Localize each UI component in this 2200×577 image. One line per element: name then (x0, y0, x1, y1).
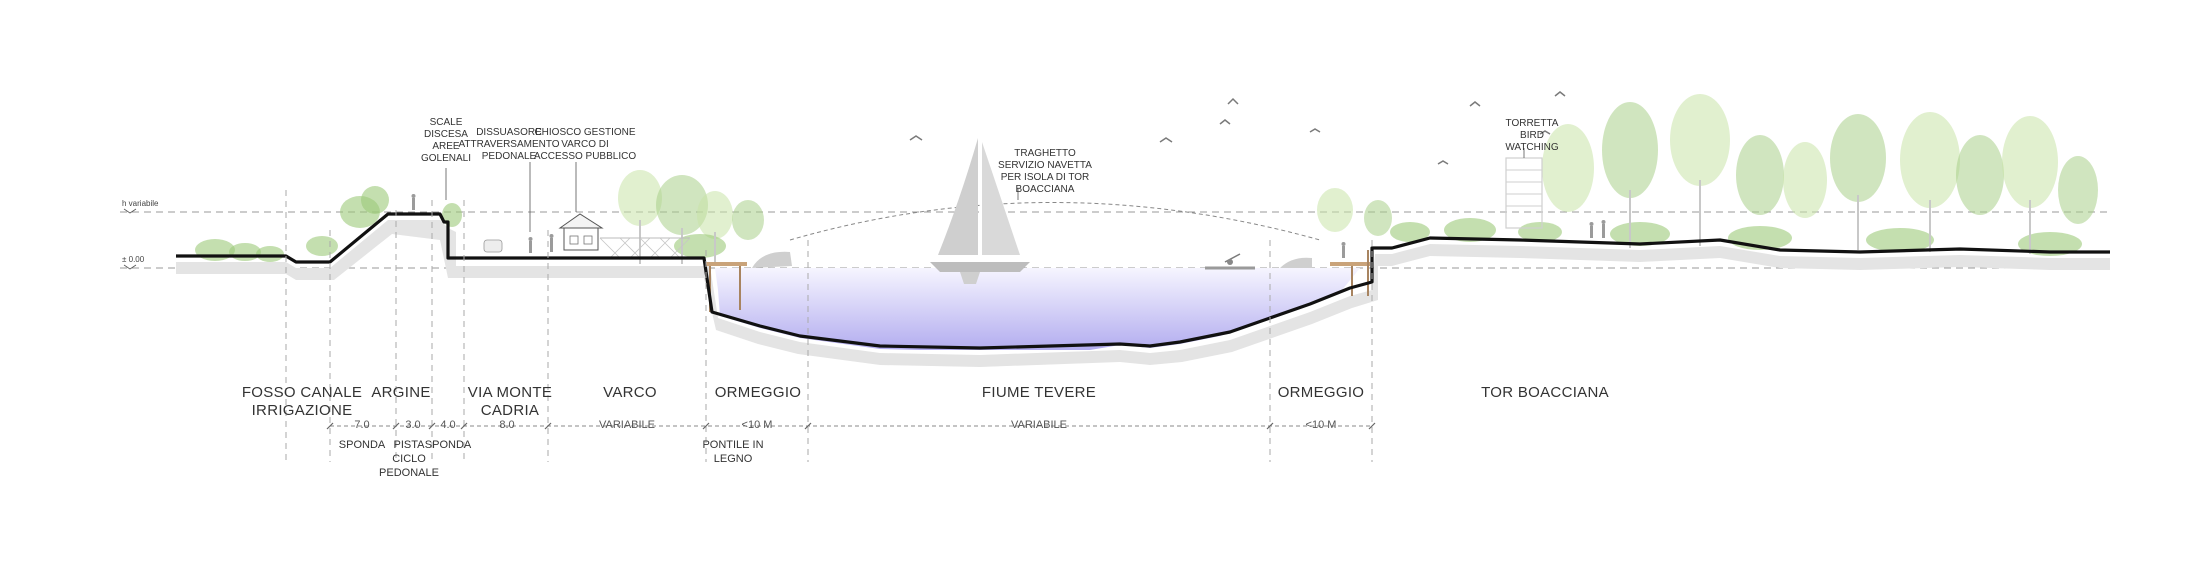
barrier-icon (483, 239, 503, 253)
annotation-scale-line2: DISCESA (424, 129, 468, 140)
zone-via-monte-line1: VIA MONTE (468, 384, 552, 401)
wooden-pier-right (1280, 250, 1370, 296)
ground-profile (176, 212, 2110, 350)
ferry-route-arc (789, 202, 1321, 241)
level-triangle-icon (123, 208, 137, 214)
birds-icon (909, 91, 1566, 165)
sub-pista-line1: PISTA (394, 439, 426, 451)
zone-via-monte-line2: CADRIA (481, 402, 539, 419)
level-label-zero: ± 0.00 (122, 255, 145, 264)
annotation-scale-line1: SCALE (430, 117, 463, 128)
dim-ormeggio-right: <10 M (1306, 419, 1337, 431)
dimension-values: 7.0 3.0 4.0 8.0 VARIABILE <10 M VARIABIL… (354, 419, 1336, 431)
annotation-traghetto-line4: BOACCIANA (1016, 184, 1075, 195)
dim-varco: VARIABILE (599, 419, 655, 431)
annotation-dissuasore-line2: ATTRAVERSAMENTO (458, 139, 559, 150)
annotation-dissuasore-line1: DISSUASORE (476, 127, 542, 138)
annotation-scale-line3: AREE (432, 141, 460, 152)
kiosk-icon (558, 213, 604, 251)
dimension-line (326, 422, 1376, 430)
annotation-traghetto-line1: TRAGHETTO (1014, 148, 1076, 159)
level-marker-upper: h variabile (122, 199, 159, 214)
zone-ormeggio-right: ORMEGGIO (1278, 384, 1365, 401)
vegetation-right (1317, 94, 2098, 256)
dim-ormeggio-left: <10 M (742, 419, 773, 431)
dim-3: 3.0 (405, 419, 420, 431)
vegetation-left (195, 170, 764, 264)
annotation-traghetto-line2: SERVIZIO NAVETTA (998, 160, 1092, 171)
kayak-icon (1205, 253, 1255, 270)
annotation-chiosco-line3: ACCESSO PUBBLICO (534, 151, 636, 162)
people-figures (411, 194, 1606, 258)
annotation-chiosco-line1: CHIOSCO GESTIONE (534, 127, 635, 138)
sub-sponda-right: SPONDA (425, 439, 472, 451)
annotation-chiosco-line2: VARCO DI (561, 139, 609, 150)
zone-fosso-line1: FOSSO CANALE (242, 384, 362, 401)
zone-fosso-line2: IRRIGAZIONE (252, 402, 353, 419)
dim-fiume: VARIABILE (1011, 419, 1067, 431)
annotation-dissuasore-line3: PEDONALE (482, 151, 537, 162)
level-marker-zero: ± 0.00 (122, 255, 145, 270)
annotation-dissuasore: DISSUASORE ATTRAVERSAMENTO PEDONALE (458, 127, 559, 162)
zone-fiume: FIUME TEVERE (982, 384, 1096, 401)
dim-4: 4.0 (440, 419, 455, 431)
annotation-torretta: TORRETTA BIRD WATCHING (1505, 118, 1559, 153)
annotation-traghetto: TRAGHETTO SERVIZIO NAVETTA PER ISOLA DI … (998, 148, 1092, 195)
sub-pontile-line2: LEGNO (714, 453, 753, 465)
ground-shadow (176, 220, 2110, 367)
annotation-scale-line4: GOLENALI (421, 153, 471, 164)
sailboat-icon (930, 138, 1030, 284)
sub-pista-line3: PEDONALE (379, 467, 439, 479)
zone-argine: ARGINE (371, 384, 430, 401)
annotation-torretta-line1: TORRETTA (1506, 118, 1559, 129)
zone-ormeggio-left: ORMEGGIO (715, 384, 802, 401)
zone-labels: FOSSO CANALE IRRIGAZIONE ARGINE VIA MONT… (242, 384, 1609, 419)
annotation-torretta-line2: BIRD (1520, 130, 1544, 141)
sub-labels: SPONDA PISTA CICLO PEDONALE SPONDA PONTI… (339, 439, 764, 479)
section-dividers (285, 190, 1373, 462)
sub-pista-line2: CICLO (392, 453, 426, 465)
sub-sponda-left: SPONDA (339, 439, 386, 451)
sub-pontile-line1: PONTILE IN (702, 439, 763, 451)
zone-tor-boacciana: TOR BOACCIANA (1481, 384, 1609, 401)
annotation-leaders (445, 162, 1019, 232)
annotation-torretta-line3: WATCHING (1505, 142, 1559, 153)
birdwatching-tower-icon (1505, 148, 1543, 229)
zone-varco: VARCO (603, 384, 657, 401)
annotation-chiosco: CHIOSCO GESTIONE VARCO DI ACCESSO PUBBLI… (534, 127, 636, 162)
dim-8: 8.0 (499, 419, 514, 431)
trellis-fence (599, 237, 691, 259)
dim-7: 7.0 (354, 419, 369, 431)
river-water (715, 268, 1360, 350)
annotation-traghetto-line3: PER ISOLA DI TOR (1001, 172, 1090, 183)
annotation-scale: SCALE DISCESA AREE GOLENALI (421, 117, 471, 164)
level-triangle-icon (123, 264, 137, 270)
level-label-upper: h variabile (122, 199, 159, 208)
